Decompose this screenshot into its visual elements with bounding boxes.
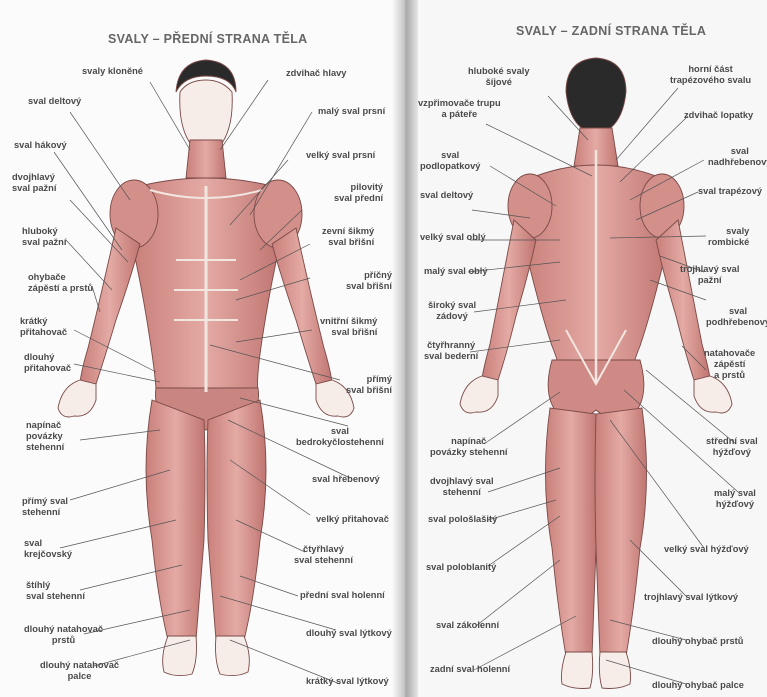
label-dlouhy-ohybac-palce: dlouhý ohybač palce	[652, 680, 744, 691]
label-hluboke-svaly-sijove: hluboké svaly šíjové	[468, 66, 530, 88]
label-zdvihac-hlavy: zdvihač hlavy	[286, 68, 346, 79]
label-zevni-sikmy: zevní šikmý sval břišní	[322, 226, 374, 248]
label-velky-sval-obly: velký sval oblý	[420, 232, 486, 243]
label-maly-sval-prsni: malý sval prsní	[318, 106, 385, 117]
label-predni-sval-holenni: přední sval holenní	[300, 590, 385, 601]
label-ctyrhranny-sval: čtyřhranný sval bederní	[424, 340, 478, 362]
front-right-foot	[216, 636, 250, 676]
label-svaly-klonene: svaly kloněné	[82, 66, 143, 77]
back-hair	[566, 58, 626, 134]
label-vnitrni-sikmy: vnitřní šikmý sval břišní	[320, 316, 377, 338]
label-kratky-pritahovac: krátký přitahovač	[20, 316, 67, 338]
label-sval-pololasity: sval pološlašitý	[428, 514, 497, 525]
back-left-foot	[562, 652, 593, 689]
front-neck	[186, 140, 226, 178]
back-left-arm	[482, 220, 536, 380]
front-right-arm	[272, 228, 332, 384]
label-sval-hakovy: sval hákový	[14, 140, 67, 151]
label-sval-podlopatkovy: sval podlopatkový	[420, 150, 480, 172]
label-stihly-sval: štíhlý sval stehenní	[26, 580, 85, 602]
back-right-foot	[599, 652, 630, 689]
label-pilovity-sval-predni: pilovitý sval přední	[334, 182, 383, 204]
label-sval-krejcovsky: sval krejčovský	[24, 538, 72, 560]
label-trojhlavy-sval-pazni: trojhlavý sval pažní	[680, 264, 739, 286]
label-maly-sval-obly: malý sval oblý	[424, 266, 488, 277]
front-left-foot	[163, 636, 197, 676]
back-right-hand	[694, 376, 732, 413]
label-sval-nadhrebenovy: sval nadhřebenový	[708, 146, 767, 168]
label-sval-poloblanity: sval poloblanitý	[426, 562, 496, 573]
label-pricny-sval: příčný sval břišní	[346, 270, 392, 292]
label-napinac-povazky-front: napínač povázky stehenní	[26, 420, 64, 453]
label-dvojhlavy-sval-stehenni: dvojhlavý sval stehenní	[430, 476, 494, 498]
label-velky-sval-hyzdovy: velký sval hýžďový	[664, 544, 749, 555]
label-horni-cast-trapezoveho: horní část trapézového svalu	[670, 64, 751, 86]
label-zdvihac-lopatky: zdvihač lopatky	[684, 110, 753, 121]
label-ctyrhlavy-sval: čtyřhlavý sval stehenní	[294, 544, 353, 566]
label-dvojhlavy-sval-pazni: dvojhlavý sval pažní	[12, 172, 56, 194]
label-maly-sval-hyzdovy: malý sval hýžďový	[714, 488, 756, 510]
back-title: SVALY – ZADNÍ STRANA TĚLA	[516, 24, 706, 38]
label-sval-trapezovy: sval trapézový	[698, 186, 762, 197]
label-vzprimovace-trupu: vzpřimovače trupu a páteře	[418, 98, 501, 120]
label-sval-hrebenovy: sval hřebenový	[312, 474, 380, 485]
back-left-hand	[460, 376, 498, 413]
label-hluboky-sval-pazni: hluboký sval pažní	[22, 226, 66, 248]
label-dlouhy-sval-lytkovy: dlouhý sval lýtkový	[306, 628, 392, 639]
label-bedrokyclostehenni: sval bedrokyčlostehenní	[296, 426, 384, 448]
label-dlouhy-pritahovac: dlouhý přitahovač	[24, 352, 71, 374]
label-svaly-rombicke: svaly rombické	[708, 226, 749, 248]
front-left-hand	[58, 380, 96, 417]
label-trojhlavy-sval-lytkovy: trojhlavý sval lýtkový	[644, 592, 738, 603]
label-natahovace-zapesti: natahovače zápěstí a prstů	[704, 348, 755, 381]
label-sval-zakolenni: sval zákolenní	[436, 620, 499, 631]
label-napinac-povazky-back: napínač povázky stehenní	[430, 436, 508, 458]
label-sval-deltovy-back: sval deltový	[420, 190, 473, 201]
label-sval-deltovy-front: sval deltový	[28, 96, 81, 107]
label-siroky-sval-zadovy: široký sval zádový	[428, 300, 476, 322]
label-stredni-sval-hyzdovy: střední sval hýžďový	[706, 436, 758, 458]
label-primy-sval-bristi: přímý sval břišní	[346, 374, 392, 396]
label-natahovac-prstu: dlouhý natahovač prstů	[24, 624, 103, 646]
back-right-leg	[595, 408, 647, 656]
label-dlouhy-ohybac-prstu: dlouhý ohybač prstů	[652, 636, 743, 647]
back-right-arm	[656, 220, 710, 380]
label-sval-podhrebenovy: sval podhřebenový	[706, 306, 767, 328]
label-ohybace-zapesti: ohybače zápěstí a prstů	[28, 272, 93, 294]
label-velky-sval-prsni: velký sval prsní	[306, 150, 375, 161]
label-kratky-sval-lytkovy: krátký sval lýtkový	[306, 676, 389, 687]
label-natahovac-palce: dlouhý natahovač palce	[40, 660, 119, 682]
label-velky-pritahovac: velký přitahovač	[316, 514, 389, 525]
label-zadni-sval-holenni: zadní sval holenní	[430, 664, 510, 675]
label-primy-sval-stehenni: přímý sval stehenní	[22, 496, 68, 518]
front-left-arm	[80, 228, 140, 384]
front-title: SVALY – PŘEDNÍ STRANA TĚLA	[108, 32, 308, 46]
